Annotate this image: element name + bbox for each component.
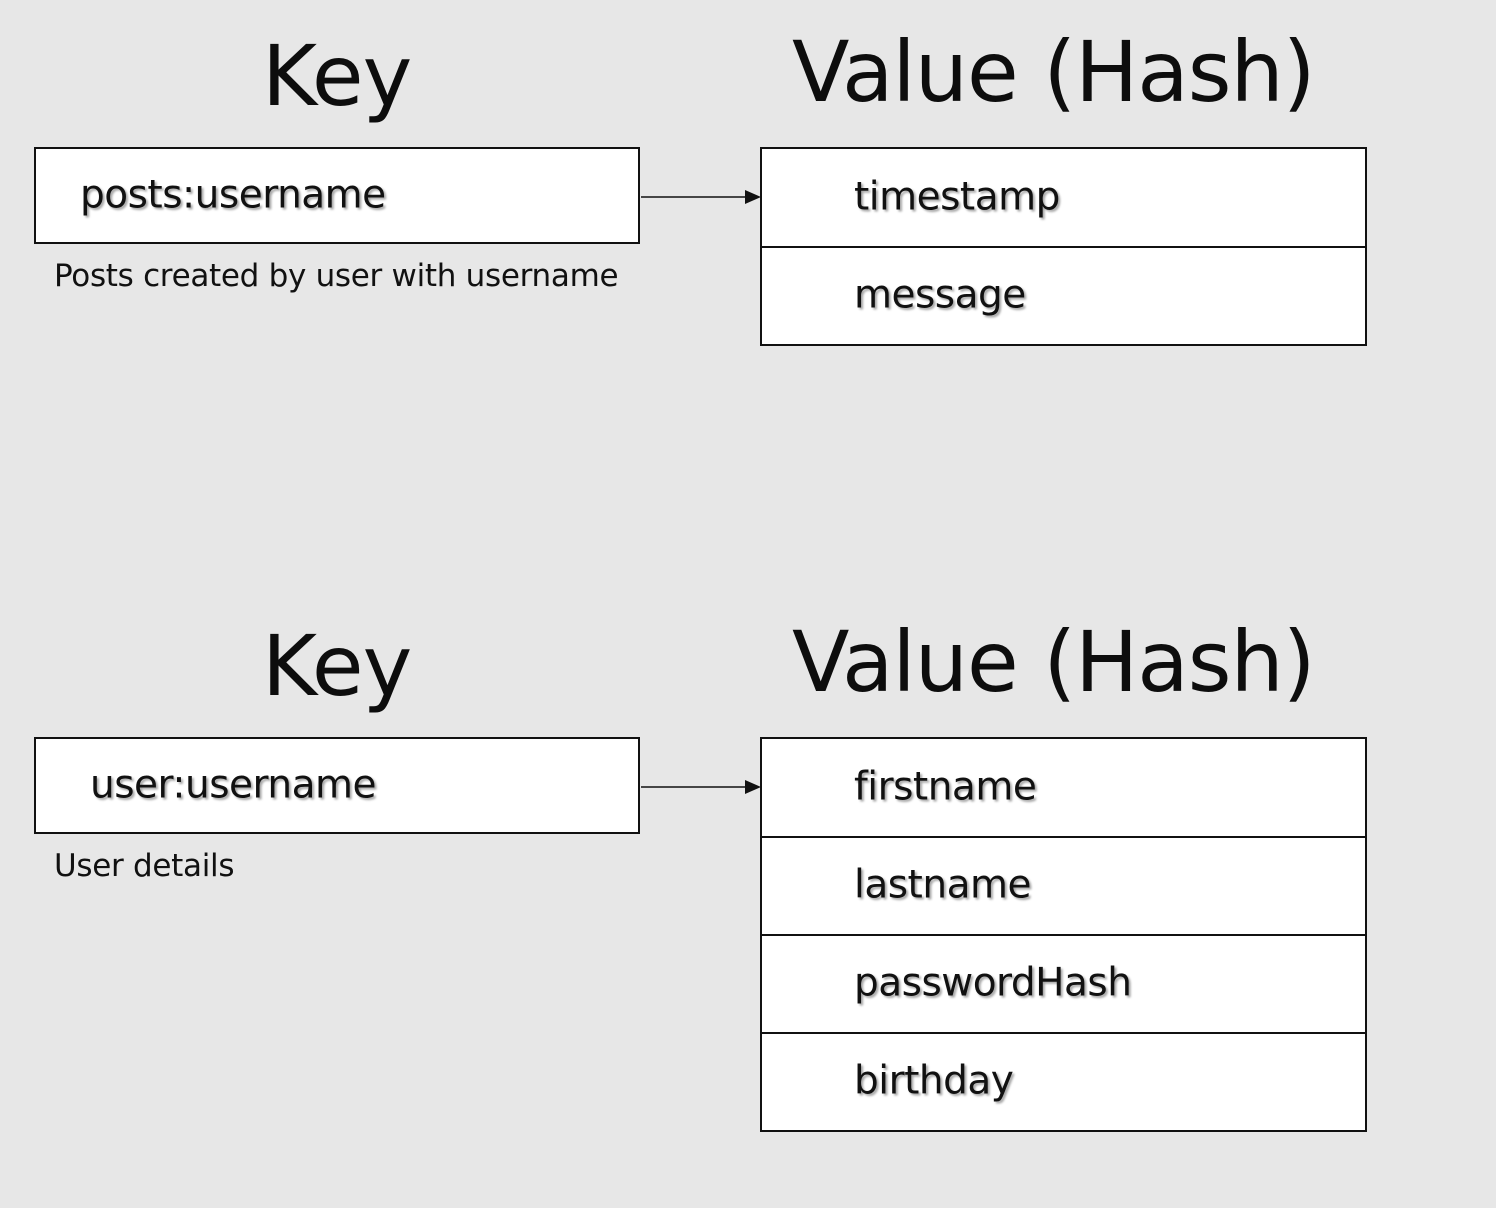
key-caption: Posts created by user with username xyxy=(54,258,619,294)
hash-field: timestamp xyxy=(762,149,1365,246)
hash-field: message xyxy=(762,246,1365,344)
hash-field-label: timestamp xyxy=(854,174,1060,220)
value-heading: Value (Hash) xyxy=(792,613,1316,711)
key-box: posts:username xyxy=(34,147,640,244)
hash-field-label: lastname xyxy=(854,862,1031,908)
hash-field-label: birthday xyxy=(854,1058,1014,1104)
hash-field: firstname xyxy=(762,739,1365,836)
hash-field: lastname xyxy=(762,836,1365,934)
key-label: user:username xyxy=(90,762,377,808)
key-heading: Key xyxy=(262,617,412,715)
key-caption: User details xyxy=(54,848,235,884)
arrow-icon xyxy=(641,190,761,204)
hash-field-label: passwordHash xyxy=(854,960,1132,1006)
arrow-icon xyxy=(641,780,761,794)
hash-field: birthday xyxy=(762,1032,1365,1130)
hash-field: passwordHash xyxy=(762,934,1365,1032)
key-label: posts:username xyxy=(80,172,386,218)
value-heading: Value (Hash) xyxy=(792,23,1316,121)
hash-box: firstname lastname passwordHash birthday xyxy=(760,737,1367,1132)
key-box: user:username xyxy=(34,737,640,834)
hash-box: timestamp message xyxy=(760,147,1367,346)
hash-field-label: message xyxy=(854,272,1026,318)
key-heading: Key xyxy=(262,27,412,125)
hash-field-label: firstname xyxy=(854,764,1037,810)
